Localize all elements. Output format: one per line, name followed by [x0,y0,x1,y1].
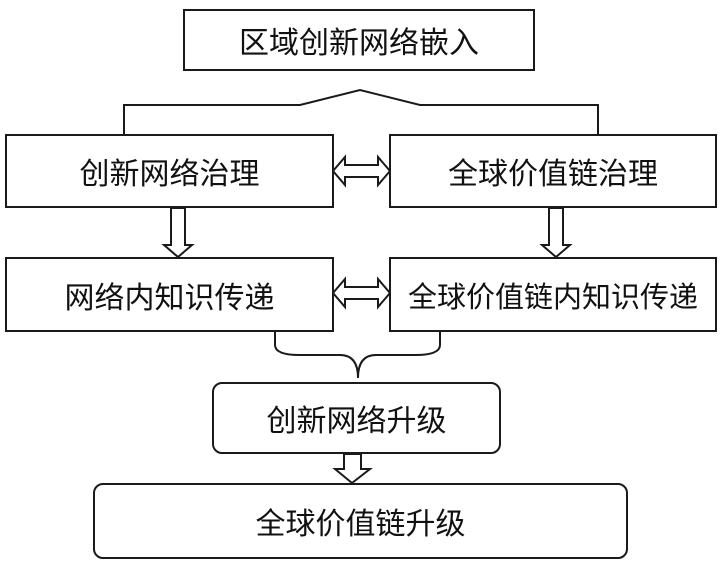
node-label: 创新网络治理 [79,157,260,192]
node-gvc-upgrade: 全球价值链升级 [93,483,628,559]
node-network-knowledge-transfer: 网络内知识传递 [5,257,334,332]
down-arrow-right-governance-to-transfer [539,207,573,259]
node-label: 创新网络升级 [266,404,447,439]
node-label: 全球价值链治理 [448,157,658,192]
down-arrow-left-governance-to-transfer [161,207,195,259]
double-arrow-knowledge-transfer [331,276,392,310]
node-label: 网络内知识传递 [64,280,275,316]
down-arrow-network-to-gvc-upgrade [332,453,373,485]
node-gvc-governance: 全球价值链治理 [389,134,717,208]
merge-brace-knowledge-to-upgrade [274,332,441,379]
split-arrow-embed-to-governance [123,88,599,134]
node-label: 区域创新网络嵌入 [239,26,479,61]
node-regional-innovation-embedding: 区域创新网络嵌入 [183,9,535,71]
node-innovation-network-upgrade: 创新网络升级 [212,382,501,454]
node-label: 全球价值链内知识传递 [407,279,698,314]
node-gvc-knowledge-transfer: 全球价值链内知识传递 [389,257,717,332]
double-arrow-governance [331,154,392,188]
node-innovation-network-governance: 创新网络治理 [5,134,334,208]
node-label: 全球价值链升级 [255,507,466,542]
